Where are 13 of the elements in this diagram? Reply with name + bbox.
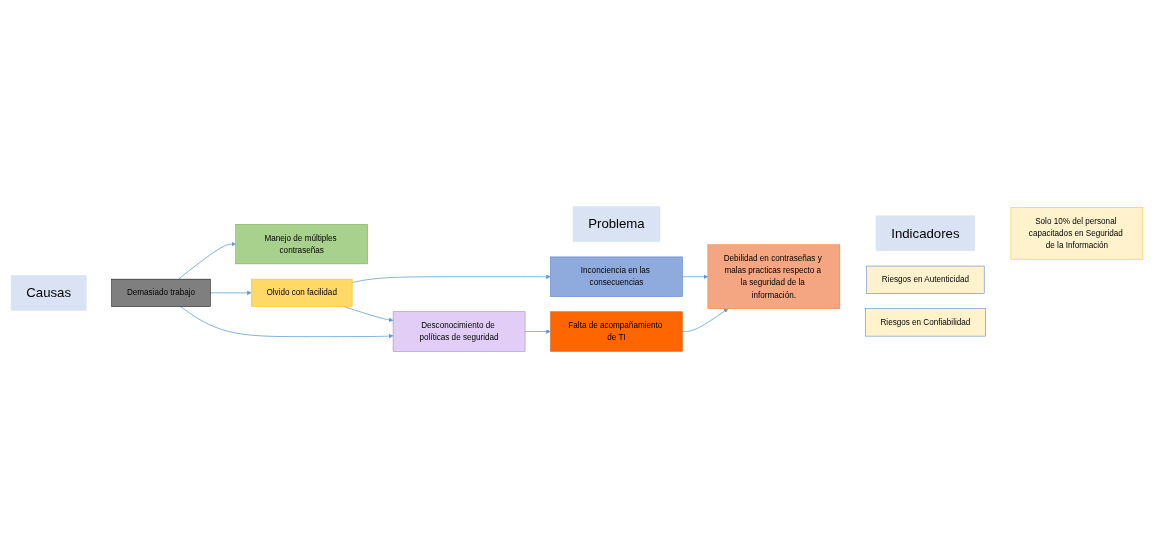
node-box: Riesgos en Confiabilidad	[864, 308, 986, 337]
node-box: Demasiado trabajo	[111, 278, 211, 307]
node-box: Manejo de múltiples contraseñas	[235, 224, 368, 265]
node-box: Debilidad en contraseñas y malas practicas respecto a la seguridad de la información.	[707, 244, 841, 309]
node-box: Problema	[572, 206, 661, 242]
node-box: Falta de acompañamiento de TI	[550, 311, 683, 352]
node-box: Indicadores	[875, 215, 975, 252]
node-box: Causas	[10, 275, 87, 311]
node-box: Riesgos en Autenticidad	[866, 265, 985, 294]
node-box: Inconciencia en las consecuencias	[550, 256, 683, 297]
node-box: Desconocimiento de políticas de seguridad	[392, 311, 526, 352]
node-box: Solo 10% del personal capacitados en Seguridad de la Información	[1010, 207, 1144, 260]
node-box: Olvido con facilidad	[251, 278, 353, 307]
